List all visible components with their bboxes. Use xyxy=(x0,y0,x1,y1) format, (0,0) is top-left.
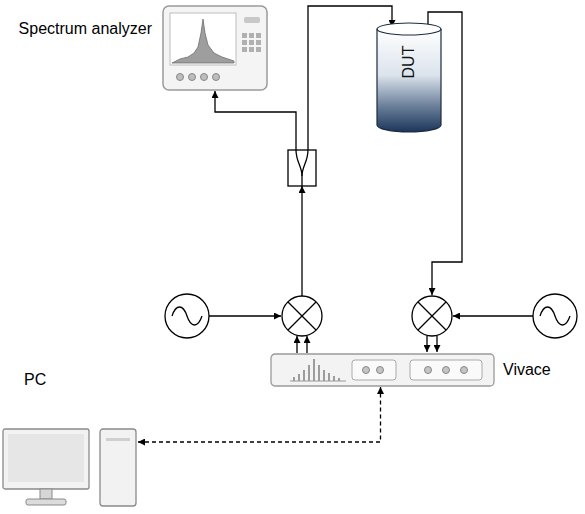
mixer-symbol xyxy=(412,296,452,336)
mixer-cross xyxy=(418,302,446,330)
splitter-branch xyxy=(302,150,308,176)
spectrum-analyzer: Spectrum analyzer xyxy=(162,5,268,91)
node-label: Vivace xyxy=(503,360,551,379)
if-wire xyxy=(306,336,307,353)
node-label: DUT xyxy=(399,45,418,78)
vivace-instrument-outline xyxy=(270,353,495,387)
spectrum-analyzer-outline xyxy=(162,5,268,91)
mixer-cross xyxy=(418,302,446,330)
pc-computer-outline xyxy=(2,428,138,508)
oscillator-symbol xyxy=(533,294,577,338)
sine-wave xyxy=(540,307,570,325)
oscillator-symbol xyxy=(165,294,209,338)
mixer-symbol xyxy=(282,296,322,336)
monitor-wire xyxy=(215,91,296,150)
if-wire xyxy=(436,336,437,352)
control-link xyxy=(138,387,381,442)
vivace-instrument: Vivace xyxy=(270,353,495,387)
mixer-cross xyxy=(288,302,316,330)
dut-cylinder: DUT xyxy=(376,22,442,132)
lo-wire xyxy=(209,315,281,316)
rf-wire xyxy=(301,186,302,296)
if-wire xyxy=(296,336,297,353)
splitter-symbol xyxy=(288,150,316,186)
pc-computer: PC xyxy=(2,428,138,508)
node-label: PC xyxy=(24,370,46,389)
splitter-branch xyxy=(296,150,302,186)
node-label: Spectrum analyzer xyxy=(19,19,152,38)
if-wire xyxy=(426,336,427,352)
lo-wire xyxy=(453,315,533,316)
mixer-cross xyxy=(288,302,316,330)
sine-wave xyxy=(172,307,202,325)
